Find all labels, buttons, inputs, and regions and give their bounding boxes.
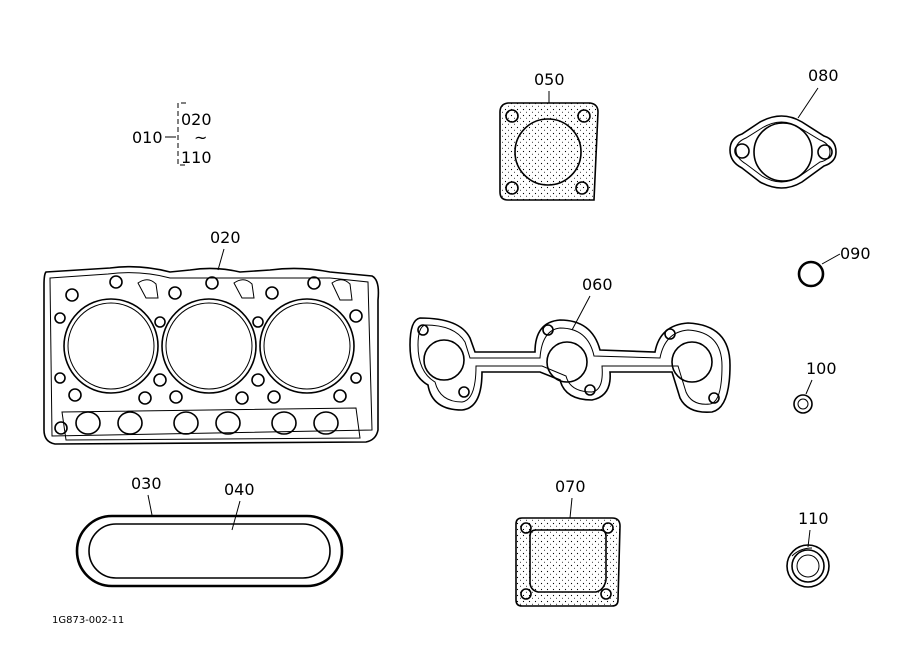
oval-seal-set: 030 040 [75, 474, 344, 588]
range-tilde: ~ [194, 128, 207, 147]
exhaust-manifold-gasket: 060 [409, 275, 731, 414]
figure-code: 1G873-002-11 [52, 615, 124, 626]
square-flange-gasket: 050 [499, 70, 599, 201]
cylinder-head-gasket: 020 [43, 228, 380, 445]
label-020: 020 [210, 228, 241, 247]
two-bolt-flange-gasket: 080 [729, 66, 839, 189]
label-020-range: 020 [181, 110, 212, 129]
label-100: 100 [806, 359, 837, 378]
sealing-washer: 100 [793, 359, 837, 414]
oil-seal: 110 [786, 509, 830, 588]
label-010: 010 [132, 128, 163, 147]
rectangular-cover-gasket: 070 [515, 477, 621, 607]
label-110-range: 110 [181, 148, 212, 167]
label-090: 090 [840, 244, 871, 263]
label-040: 040 [224, 480, 255, 499]
label-050: 050 [534, 70, 565, 89]
label-080: 080 [808, 66, 839, 85]
o-ring: 090 [797, 244, 871, 288]
label-030: 030 [131, 474, 162, 493]
label-110: 110 [798, 509, 829, 528]
label-070: 070 [555, 477, 586, 496]
label-060: 060 [582, 275, 613, 294]
kit-group-bracket: 010 020 ~ 110 [132, 102, 212, 167]
